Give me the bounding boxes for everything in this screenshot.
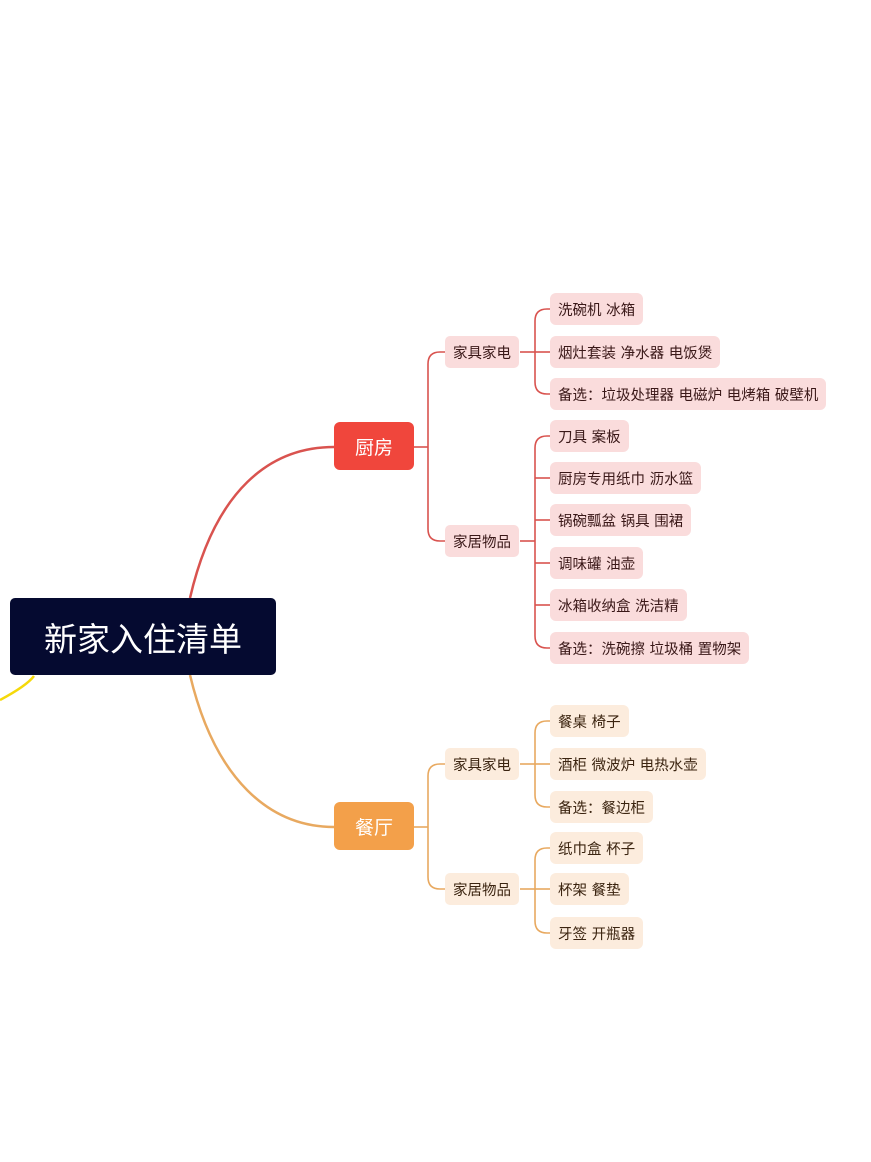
kitchen-branch-line xyxy=(188,445,335,599)
offscreen-branch-line xyxy=(0,675,35,702)
dining-household-item[interactable]: 纸巾盒 杯子 xyxy=(550,832,644,864)
dining-household-leaf-connectors xyxy=(520,847,550,934)
kitchen-household-item[interactable]: 备选：洗碗擦 垃圾桶 置物架 xyxy=(550,632,750,664)
kitchen-household-item[interactable]: 刀具 案板 xyxy=(550,420,629,452)
kitchen-household-item[interactable]: 锅碗瓢盆 锅具 围裙 xyxy=(550,504,692,536)
dining-appliance-item[interactable]: 备选：餐边柜 xyxy=(550,791,653,823)
dining-appliance-item[interactable]: 酒柜 微波炉 电热水壶 xyxy=(550,748,706,780)
kitchen-household-leaf-connectors xyxy=(520,435,550,649)
dining-group-appliances[interactable]: 家具家电 xyxy=(445,748,519,780)
root-node[interactable]: 新家入住清单 xyxy=(10,598,276,675)
dining-household-item[interactable]: 牙签 开瓶器 xyxy=(550,917,644,949)
dining-appliance-item[interactable]: 餐桌 椅子 xyxy=(550,705,629,737)
dining-household-item[interactable]: 杯架 餐垫 xyxy=(550,873,629,905)
kitchen-group-appliances[interactable]: 家具家电 xyxy=(445,336,519,368)
kitchen-household-item[interactable]: 厨房专用纸巾 沥水篮 xyxy=(550,462,702,494)
category-kitchen[interactable]: 厨房 xyxy=(334,422,414,470)
kitchen-sub-connectors xyxy=(414,351,445,542)
kitchen-appliance-item[interactable]: 烟灶套装 净水器 电饭煲 xyxy=(550,336,721,368)
kitchen-appliance-item[interactable]: 洗碗机 冰箱 xyxy=(550,293,644,325)
kitchen-household-item[interactable]: 冰箱收纳盒 洗洁精 xyxy=(550,589,687,621)
kitchen-group-household[interactable]: 家居物品 xyxy=(445,525,519,557)
dining-branch-line xyxy=(188,674,335,829)
dining-group-household[interactable]: 家居物品 xyxy=(445,873,519,905)
dining-sub-connectors xyxy=(414,763,445,890)
dining-appliance-leaf-connectors xyxy=(520,720,550,808)
kitchen-appliance-leaf-connectors xyxy=(520,308,550,395)
category-dining[interactable]: 餐厅 xyxy=(334,802,414,850)
kitchen-appliance-item[interactable]: 备选：垃圾处理器 电磁炉 电烤箱 破壁机 xyxy=(550,378,827,410)
kitchen-household-item[interactable]: 调味罐 油壶 xyxy=(550,547,644,579)
